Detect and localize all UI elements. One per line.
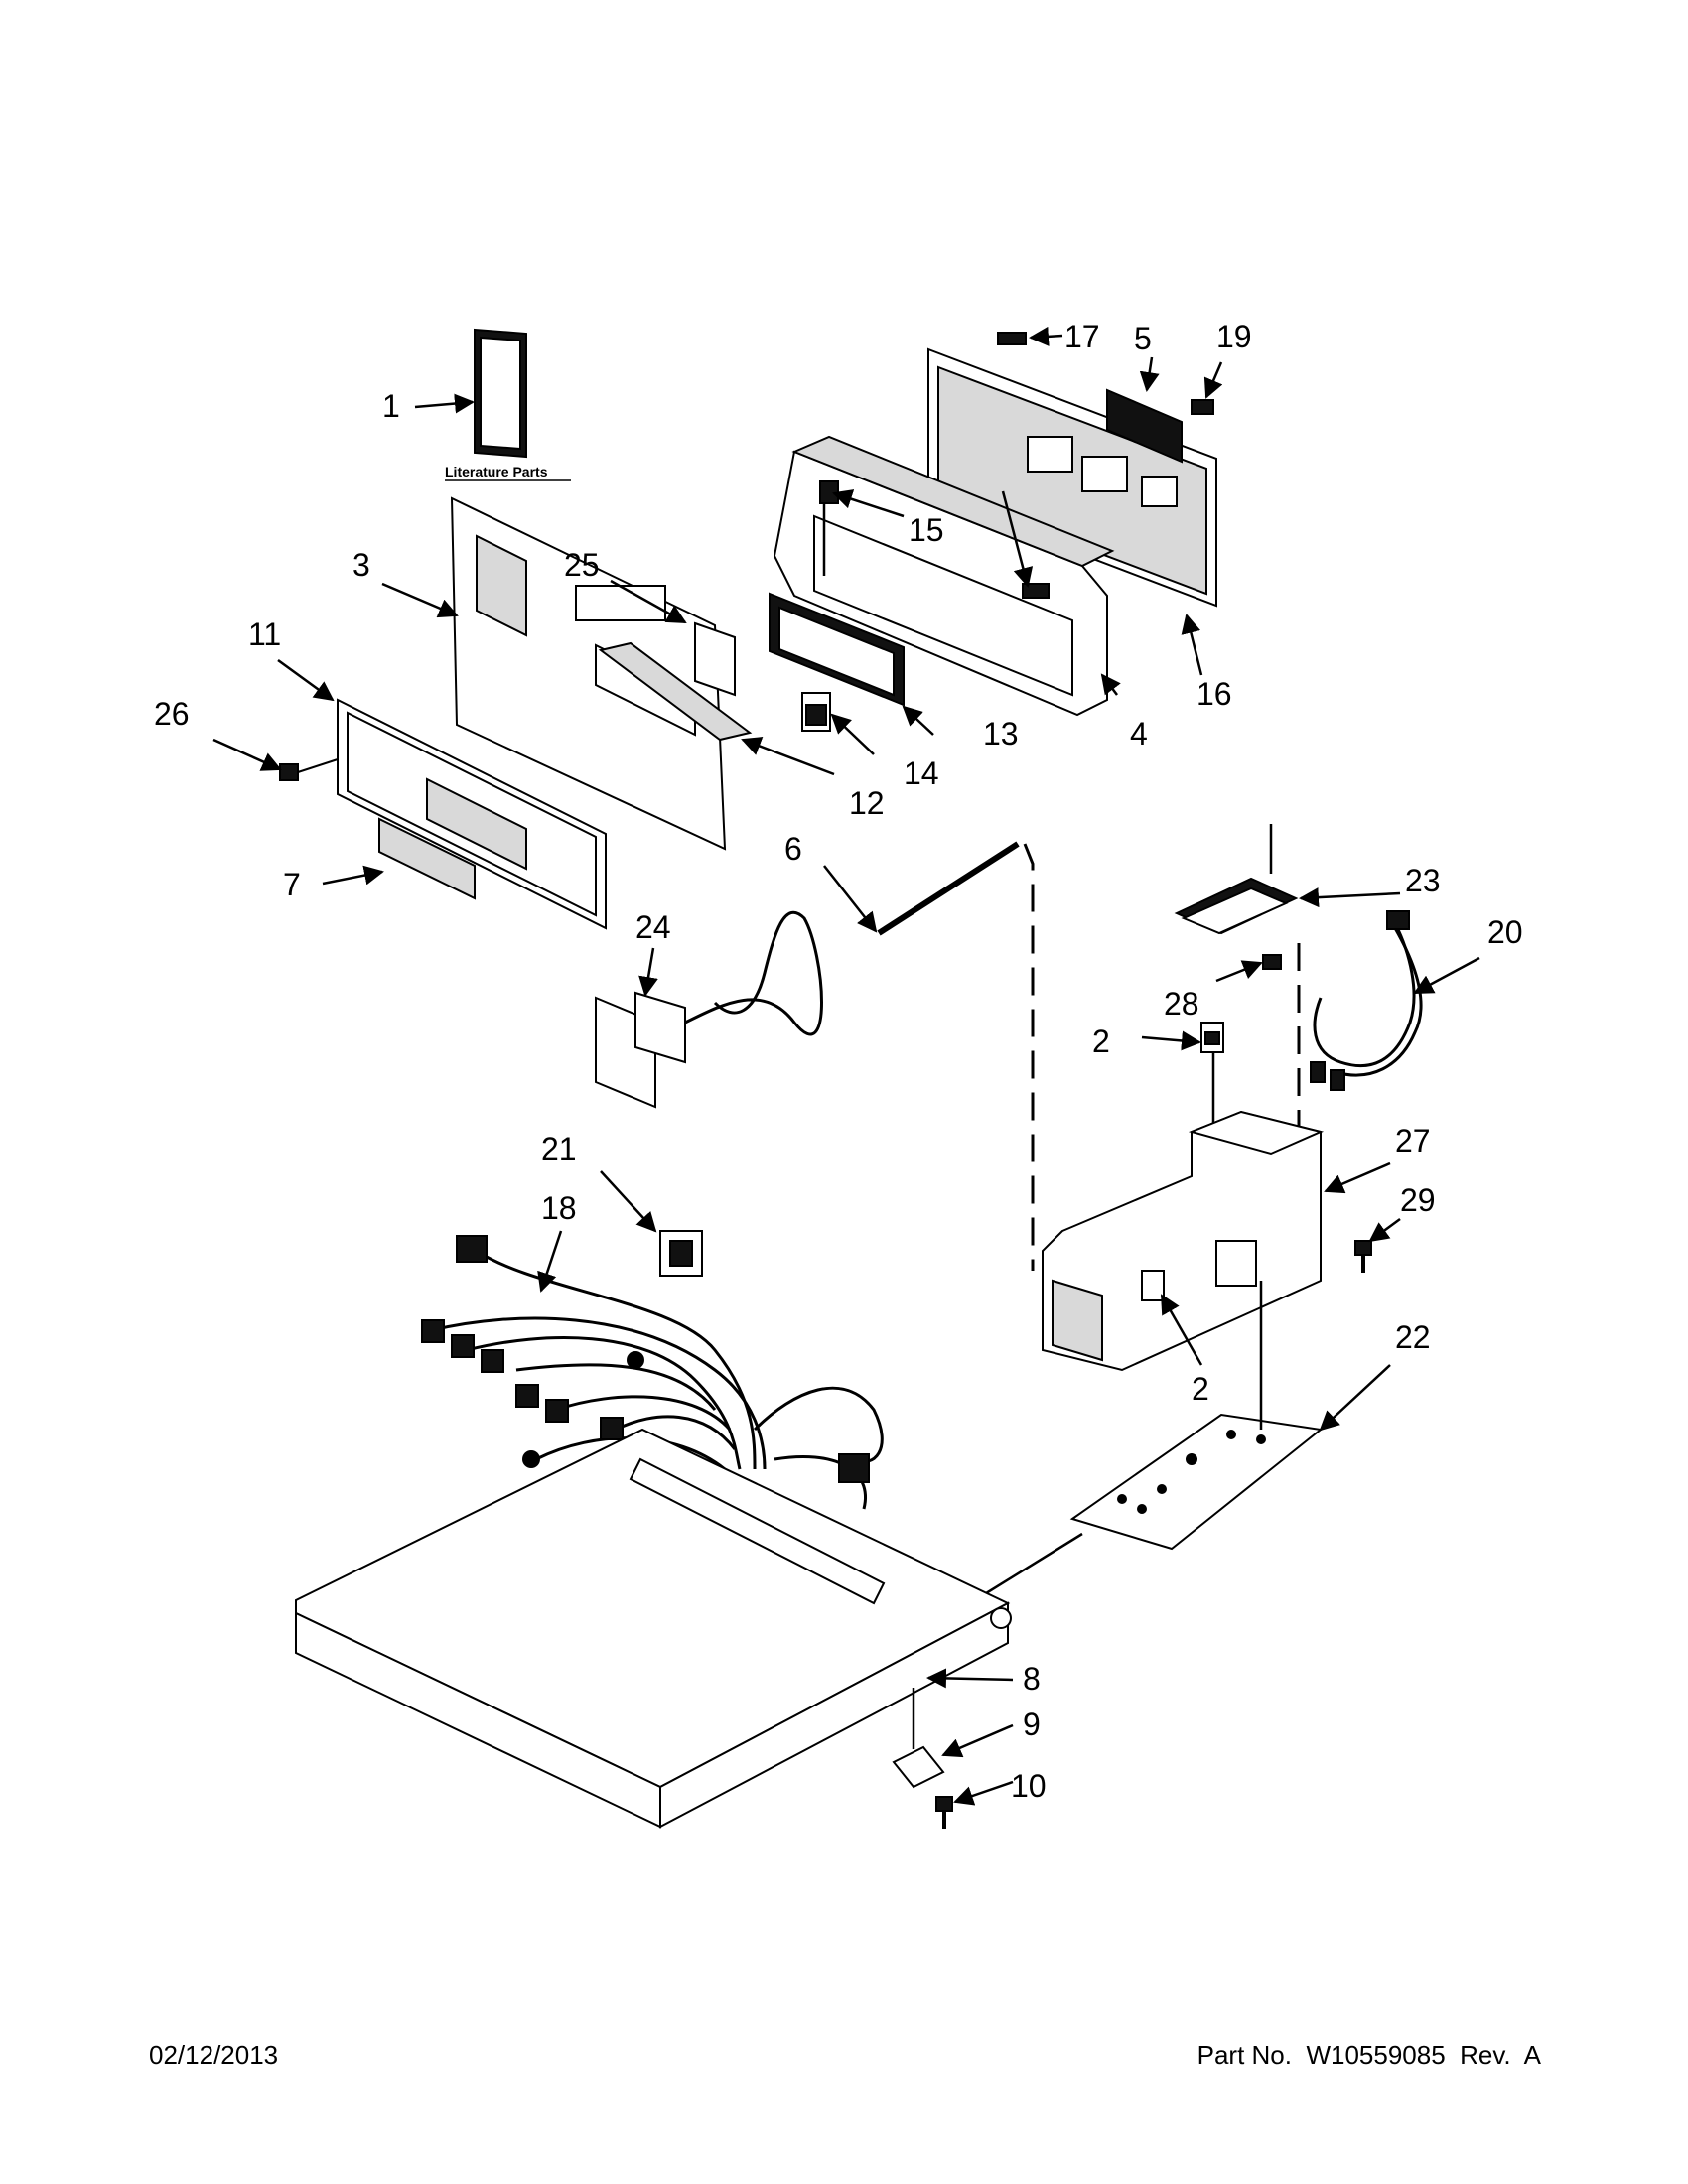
part-19-screw — [1191, 399, 1214, 415]
part-15-screw-a — [819, 480, 839, 504]
part-24-timer-harness — [595, 910, 823, 1109]
callout-18: 18 — [541, 1190, 577, 1226]
part-5-board — [1106, 388, 1183, 464]
part-29-screw — [1354, 1240, 1372, 1273]
part-17-screw — [997, 332, 1027, 345]
part-12-light-bar — [598, 641, 753, 742]
callout-23: 23 — [1405, 863, 1441, 898]
console-bezel — [337, 698, 607, 930]
callout-19: 19 — [1216, 319, 1252, 354]
part-26-screw — [279, 758, 339, 781]
callout-1: 1 — [382, 388, 400, 424]
part-9-bracket — [892, 1745, 945, 1789]
literature-parts-book: Literature Parts — [445, 328, 571, 481]
callout-22: 22 — [1395, 1319, 1431, 1355]
callout-25: 25 — [564, 547, 600, 583]
part-13-board — [769, 592, 905, 707]
callout-14: 14 — [904, 755, 939, 791]
part-6-rod — [877, 841, 1020, 936]
callout-2-upper: 2 — [1092, 1024, 1110, 1059]
callout-5: 5 — [1134, 321, 1152, 356]
part-8-top-cover — [295, 1428, 1012, 1829]
callout-6: 6 — [784, 831, 802, 867]
part-22-plate — [1069, 1413, 1324, 1551]
callout-16: 16 — [1196, 676, 1232, 712]
callout-2-lower: 2 — [1192, 1371, 1209, 1407]
callout-7: 7 — [283, 867, 301, 902]
part-10-screw — [935, 1796, 953, 1829]
callout-21: 21 — [541, 1131, 577, 1166]
callout-12: 12 — [849, 785, 885, 821]
part-21-relay — [659, 1230, 703, 1277]
literature-parts-label: Literature Parts — [445, 464, 548, 479]
callout-9: 9 — [1023, 1706, 1041, 1742]
part-14-switch — [801, 692, 831, 732]
part-28-clip — [1262, 954, 1282, 970]
part-25-bracket — [694, 621, 736, 697]
footer-part-number: Part No. W10559085 Rev. A — [1196, 2040, 1541, 2070]
part-20-harness — [1310, 910, 1423, 1091]
console-panel — [450, 496, 727, 851]
callout-17: 17 — [1064, 319, 1100, 354]
callout-15: 15 — [909, 512, 944, 548]
part-2-switch-upper — [1200, 1022, 1224, 1053]
callout-28: 28 — [1164, 986, 1199, 1022]
console-back-panel — [927, 347, 1217, 608]
callout-4: 4 — [1130, 716, 1148, 751]
footer-date: 02/12/2013 — [149, 2040, 279, 2070]
callout-27: 27 — [1395, 1123, 1431, 1159]
callout-11: 11 — [248, 616, 281, 652]
console-frame — [773, 435, 1115, 717]
callout-8: 8 — [1023, 1661, 1041, 1697]
callout-24: 24 — [635, 909, 671, 945]
callout-10: 10 — [1011, 1768, 1047, 1804]
callout-26: 26 — [154, 696, 190, 732]
part-23-board — [1174, 877, 1299, 935]
callout-3: 3 — [352, 547, 370, 583]
overlay — [378, 817, 476, 900]
callout-13: 13 — [983, 716, 1019, 751]
callout-29: 29 — [1400, 1182, 1436, 1218]
part-27-housing — [1042, 1110, 1325, 1372]
callout-20: 20 — [1487, 914, 1523, 950]
